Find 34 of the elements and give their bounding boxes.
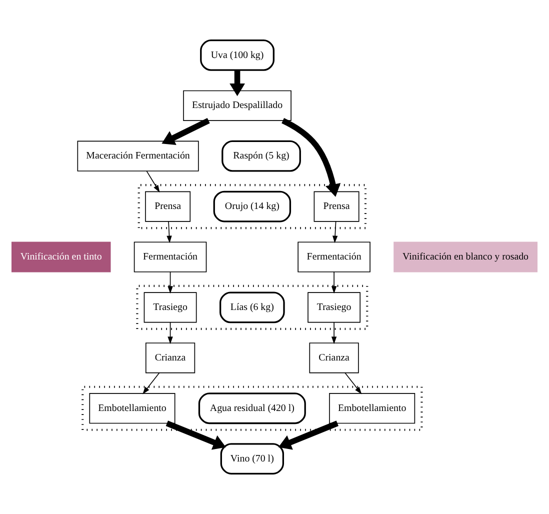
node-box: Crianza [145, 342, 196, 374]
arrow [344, 372, 362, 394]
arrow [230, 70, 245, 96]
node-box: Uva (100 kg) [200, 39, 274, 71]
node-box: Lías (6 kg) [220, 292, 285, 324]
node-box: Prensa [314, 191, 360, 222]
arrow [168, 322, 173, 344]
arrow [166, 221, 172, 244]
node-box: Fermentación [134, 242, 207, 272]
node-box: Vino (70 l) [220, 443, 284, 475]
node-box: Raspón (5 kg) [222, 140, 301, 172]
node-box: Fermentación [298, 242, 370, 272]
arrow [166, 420, 226, 450]
arrow [146, 170, 160, 193]
node-box: Vinificación en tinto [12, 242, 111, 272]
node-box: Prensa [145, 191, 191, 222]
node-box: Vinificación en blanco y rosado [394, 242, 538, 272]
node-box: Crianza [309, 342, 359, 374]
arrow [331, 322, 337, 344]
node-box: Estrujado Despalillado [183, 90, 292, 121]
arrow [331, 272, 337, 294]
node-box: Embotellamiento [89, 393, 176, 424]
arrow [168, 272, 173, 294]
arrow [278, 420, 338, 450]
node-box: Trasiego [308, 292, 361, 323]
node-box: Embotellamiento [329, 393, 416, 424]
node-box: Orujo (14 kg) [213, 190, 292, 222]
arrow [162, 118, 210, 145]
arrow [282, 118, 341, 197]
arrow [332, 221, 338, 244]
node-box: Maceración Fermentación [77, 140, 199, 172]
node-box: Agua residual (420 l) [198, 392, 306, 424]
node-box: Trasiego [144, 292, 197, 323]
arrow [142, 372, 160, 394]
